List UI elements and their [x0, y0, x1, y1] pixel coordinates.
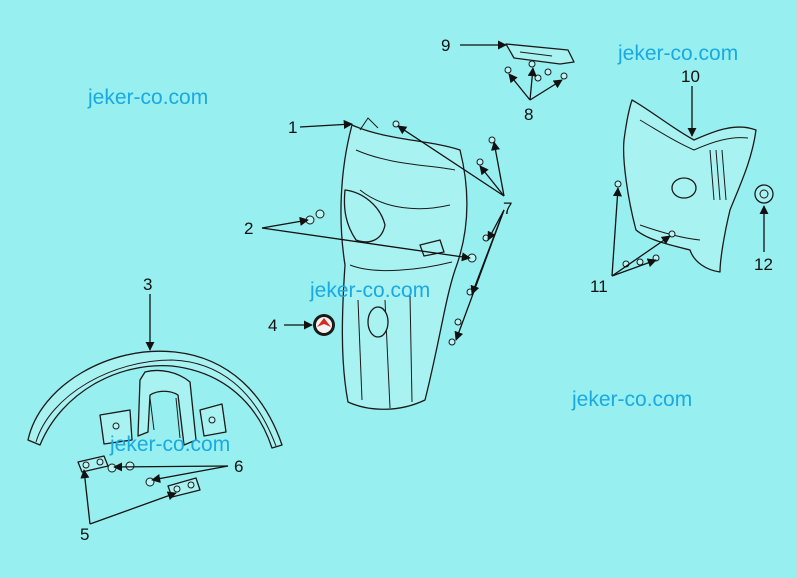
callout-6: 6 [234, 457, 243, 476]
grommet-part [754, 184, 774, 204]
inner-cover-part [622, 99, 757, 273]
callout-1: 1 [288, 118, 297, 137]
watermark-text: jeker-co.com [87, 86, 208, 109]
callout-10: 10 [681, 67, 700, 86]
emblem-part [313, 314, 335, 336]
fastener-set-7 [392, 120, 496, 346]
bracket-part-9 [505, 43, 575, 65]
clip-set-8 [504, 60, 568, 82]
leader-lines [80, 40, 769, 525]
front-cover-part [340, 117, 468, 410]
callout-12: 12 [754, 255, 773, 274]
watermark-text: jeker-co.com [571, 388, 692, 411]
fender-bracket-left [77, 455, 109, 473]
fender-screws [107, 461, 155, 487]
front-fender-part [27, 350, 283, 449]
callout-4: 4 [268, 316, 277, 335]
watermark-text: jeker-co.com [109, 433, 230, 456]
watermark-text: jeker-co.com [309, 279, 430, 302]
watermark-text: jeker-co.com [617, 42, 738, 65]
emblem-wing-icon [317, 318, 331, 327]
callout-7: 7 [503, 199, 512, 218]
callout-5: 5 [80, 525, 89, 544]
callout-8: 8 [524, 105, 533, 124]
callout-3: 3 [143, 275, 152, 294]
callout-9: 9 [441, 36, 450, 55]
callout-11: 11 [590, 277, 608, 296]
callout-2: 2 [244, 219, 253, 238]
